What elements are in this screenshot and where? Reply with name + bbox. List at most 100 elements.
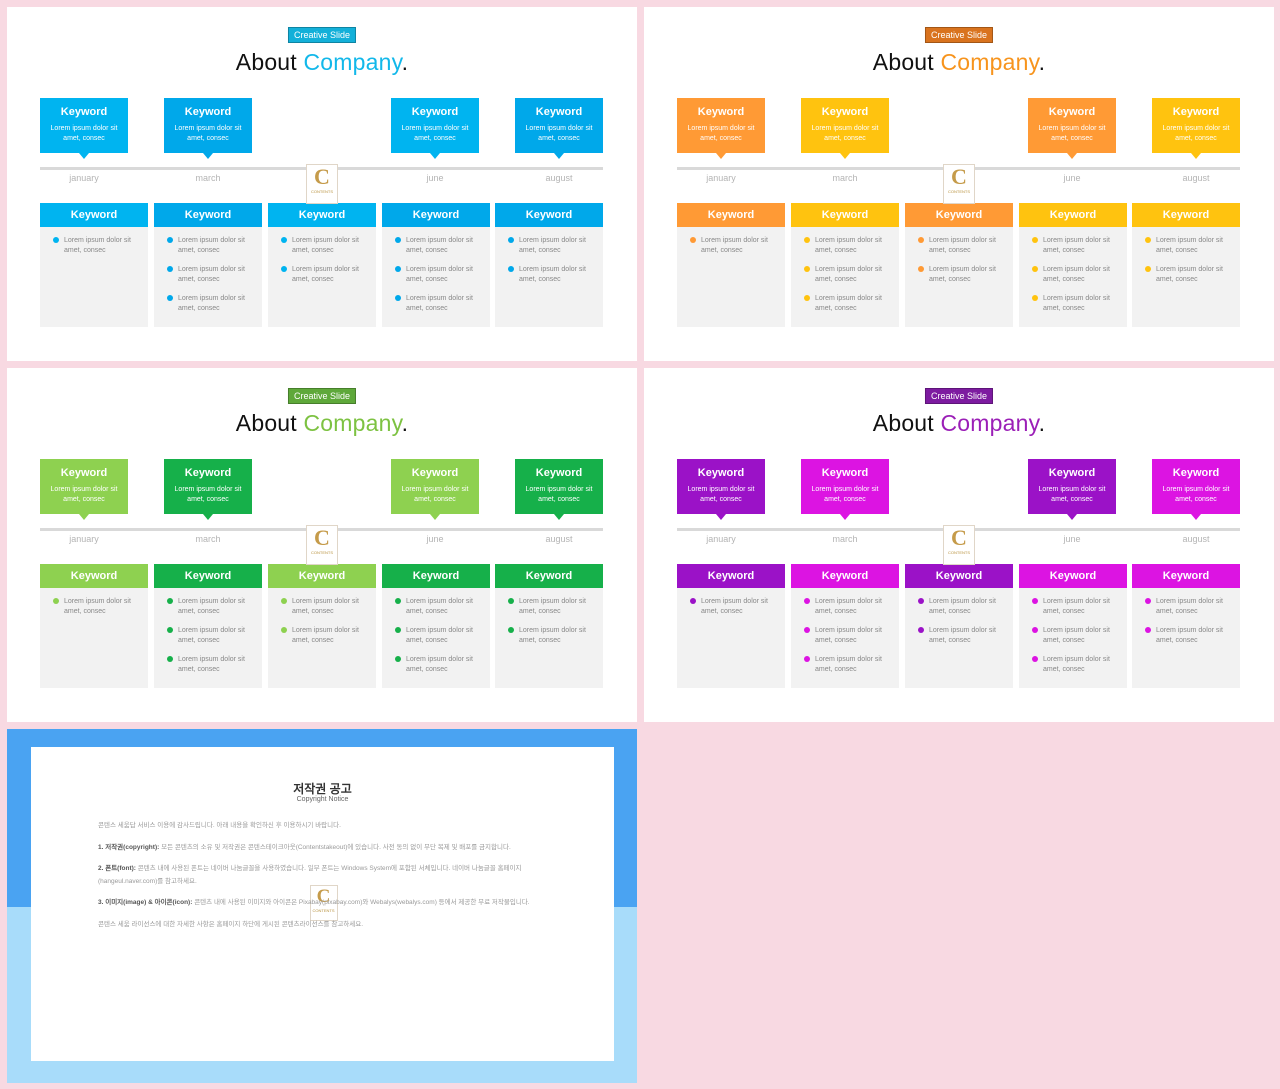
bullet-text: Lorem ipsum dolor sit amet, consec — [64, 598, 131, 615]
bullet-text: Lorem ipsum dolor sit amet, consec — [815, 627, 882, 644]
month-label: january — [69, 534, 99, 544]
callout-pointer — [1191, 153, 1201, 159]
column-bullet-item: Lorem ipsum dolor sit amet, consec — [382, 588, 490, 617]
bullet-text: Lorem ipsum dolor sit amet, consec — [815, 295, 882, 312]
column-bullet-item: Lorem ipsum dolor sit amet, consec — [791, 588, 899, 617]
column-bullet-item: Lorem ipsum dolor sit amet, consec — [382, 227, 490, 256]
column-bullet-item: Lorem ipsum dolor sit amet, consec — [1019, 646, 1127, 675]
column-header: Keyword — [382, 203, 490, 227]
bullet-text: Lorem ipsum dolor sit amet, consec — [64, 237, 131, 254]
bullet-text: Lorem ipsum dolor sit amet, consec — [406, 237, 473, 254]
bullet-text: Lorem ipsum dolor sit amet, consec — [1156, 266, 1223, 283]
slide-title: About Company. — [7, 49, 637, 76]
callout-keyword: Keyword — [411, 106, 459, 118]
month-label: march — [195, 173, 221, 183]
copyright-subtitle: Copyright Notice — [296, 796, 349, 803]
column-header: Keyword — [495, 203, 603, 227]
callout-keyword: Keyword — [411, 467, 459, 479]
bullet-text: Lorem ipsum dolor sit amet, consec — [519, 266, 586, 283]
bullet-dot-icon — [1032, 237, 1038, 243]
bullet-text: Lorem ipsum dolor sit amet, consec — [178, 237, 245, 254]
bullet-text: Lorem ipsum dolor sit amet, consec — [406, 266, 473, 283]
bullet-text: Lorem ipsum dolor sit amet, consec — [1043, 295, 1110, 312]
title-prefix: About — [872, 410, 941, 436]
column-header: Keyword — [382, 564, 490, 588]
title-prefix: About — [872, 49, 941, 75]
bullet-dot-icon — [804, 266, 810, 272]
paragraph-text: 콘텐츠 내에 사용된 폰트는 네이버 나눔글꼴을 사용하였습니다. 일부 폰트는… — [98, 865, 522, 885]
bullet-dot-icon — [508, 266, 514, 272]
column-bullet-item: Lorem ipsum dolor sit amet, consec — [1132, 256, 1240, 285]
column-bullet-item: Lorem ipsum dolor sit amet, consec — [905, 227, 1013, 256]
callout-pointer — [430, 153, 440, 159]
bullet-dot-icon — [395, 656, 401, 662]
slide-copyright[interactable]: 저작권 공고 Copyright Notice C CONTENTS 콘텐스 세… — [7, 729, 637, 1083]
copyright-paragraph: 콘텐스 세움답 서비스 이용에 감사드립니다. 아래 내용을 확인하신 후 이용… — [98, 820, 550, 833]
callout-text: Lorem ipsum dolor sit amet, consec — [1162, 125, 1230, 142]
bullet-text: Lorem ipsum dolor sit amet, consec — [178, 295, 245, 312]
bullet-dot-icon — [804, 237, 810, 243]
logo-letter: C — [316, 886, 331, 907]
callout-keyword: Keyword — [1172, 467, 1220, 479]
callout-pointer — [79, 514, 89, 520]
column-bullet-item: Lorem ipsum dolor sit amet, consec — [677, 588, 785, 617]
column-bullet-item: Lorem ipsum dolor sit amet, consec — [1132, 588, 1240, 617]
column-bullet-item: Lorem ipsum dolor sit amet, consec — [1132, 617, 1240, 646]
bullet-dot-icon — [508, 627, 514, 633]
logo-text: CONTENTS — [311, 550, 333, 555]
callout-pointer — [79, 153, 89, 159]
month-label: august — [545, 534, 573, 544]
callout-pointer — [1191, 514, 1201, 520]
column-bullet-item: Lorem ipsum dolor sit amet, consec — [382, 646, 490, 675]
column-header: Keyword — [1132, 203, 1240, 227]
bullet-text: Lorem ipsum dolor sit amet, consec — [178, 598, 245, 615]
column-bullet-item: Lorem ipsum dolor sit amet, consec — [791, 227, 899, 256]
paragraph-heading: 3. 이미지(image) & 아이콘(icon): — [98, 899, 195, 906]
bullet-dot-icon — [1032, 656, 1038, 662]
copyright-paragraph: 2. 폰트(font): 콘텐츠 내에 사용된 폰트는 네이버 나눔글꼴을 사용… — [98, 863, 550, 888]
bullet-dot-icon — [804, 656, 810, 662]
month-label: june — [1063, 534, 1081, 544]
bullet-text: Lorem ipsum dolor sit amet, consec — [406, 295, 473, 312]
